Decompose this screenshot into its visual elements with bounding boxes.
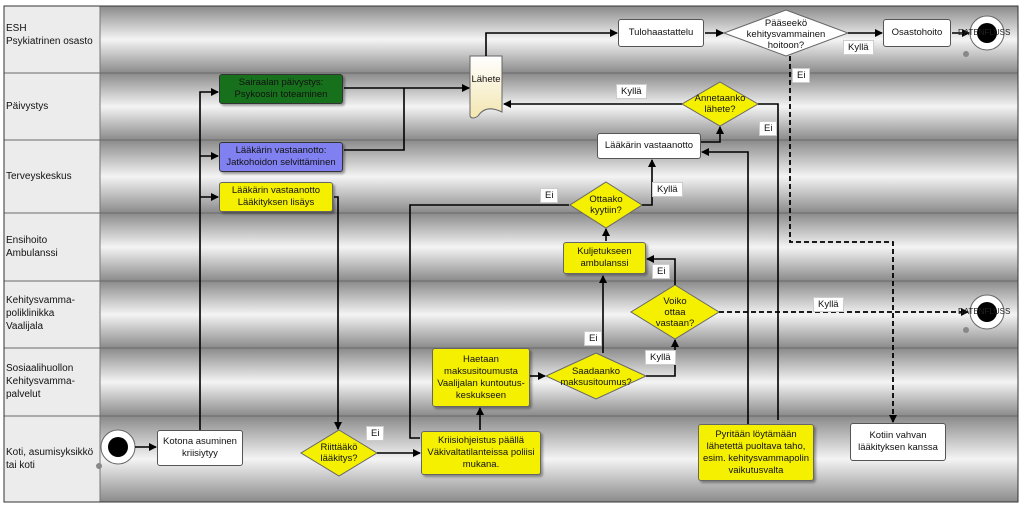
edge-paaseeko-kotiin [789, 56, 897, 423]
node-tulohaastattelu[interactable]: Tulohaastattelu [618, 19, 704, 47]
node-haetaan-maksusitoumusta[interactable]: Haetaan maksusitoumusta Vaalijalan kunto… [432, 348, 530, 407]
lane-label-koti: Koti, asumisyksikkö tai koti [6, 447, 94, 471]
edge-annetaanko-pyritaan [758, 103, 779, 420]
node-kotiin-laakitys[interactable]: Kotiin vahvan lääkityksen kanssa [850, 423, 946, 461]
end-node-label: DATENFLUSS [958, 28, 1011, 37]
lane-headers [3, 5, 101, 503]
decision-paaseeko[interactable]: Pääseekö kehitysvammainen hoitoon? [746, 17, 826, 51]
edge-kotona-sairaalan [199, 88, 219, 430]
link-icon [96, 463, 102, 469]
edge-ottaako-laakari [642, 159, 656, 206]
dashed-connectors [719, 56, 969, 423]
edge-voiko-kuljetus [646, 255, 676, 285]
edge-lahete-tulohaastattelu [485, 29, 618, 56]
decision-ottaako[interactable]: Ottaako kyytiin? [589, 194, 623, 216]
decisions [300, 9, 850, 477]
end-node-middle [969, 294, 1005, 330]
edge-pyritaan-laakari [701, 148, 749, 424]
edge-lisays-riittaako [334, 196, 342, 430]
node-kotona-asuminen[interactable]: Kotona asuminen kriisiytyy [157, 430, 243, 466]
start-node [100, 429, 136, 465]
decision-saadaanko[interactable]: Saadaanko maksusitoumus? [560, 366, 632, 388]
lane-header-column [3, 5, 101, 503]
edge-label-ei: Ei [792, 68, 811, 83]
lahete-document-shape [469, 55, 503, 119]
edge-label-ei: Ei [366, 426, 385, 441]
lane-label-kehitysvammapoli: Kehitysvamma- poliklinikka Vaalijala [6, 295, 75, 332]
edge-label-kylla: Kyllä [843, 40, 874, 55]
node-kriisiohjeistus[interactable]: Kriisiohjeistus päällä Väkivaltatilantei… [421, 431, 541, 475]
lane-bg-ensihoito [100, 213, 1018, 281]
lane-label-paivystys: Päivystys [6, 101, 49, 112]
node-laakarin-vastaanotto-tk[interactable]: Lääkärin vastaanotto [597, 133, 701, 159]
edge-label-ei: Ei [540, 188, 559, 203]
link-icons [96, 51, 969, 469]
lane-label-sosiaalihuolto: Sosiaalihuollon Kehitysvamma- palvelut [6, 363, 75, 400]
decision-paaseeko-shape [722, 9, 850, 57]
decision-riittaako-shape [300, 429, 378, 477]
connectors [135, 29, 970, 457]
node-sairaalan-paivystys[interactable]: Sairaalan päivystys: Psykoosin toteamine… [219, 74, 343, 104]
decision-voiko[interactable]: Voiko ottaa vastaan? [655, 295, 695, 329]
edge-label-kylla: Kyllä [652, 182, 683, 197]
end-node-top [969, 15, 1005, 51]
edge-laakari-annetaanko [701, 126, 724, 143]
edge-label-kylla: Kyllä [645, 350, 676, 365]
edge-jatko-lahete [344, 88, 405, 151]
lane-separators [3, 5, 1019, 503]
edge-label-ei: Ei [759, 121, 778, 136]
node-laakarin-jatkohoito[interactable]: Lääkärin vastaanotto: Jatkohoidon selvit… [219, 142, 343, 172]
decision-saadaanko-shape [544, 352, 648, 400]
node-osastohoito[interactable]: Osastohoito [883, 19, 951, 47]
link-icon [963, 51, 969, 57]
node-pyritaan-loytamaan[interactable]: Pyritään löytämään lähetettä puoltava ta… [698, 424, 814, 481]
lane-bg-kehitysvammapoli [100, 281, 1018, 348]
lane-bg-esh [100, 6, 1018, 73]
end-node-label: DATENFLUSS [958, 307, 1011, 316]
edge-label-ei: Ei [584, 331, 603, 346]
link-icon [963, 327, 969, 333]
edge-label-kylla: Kyllä [813, 297, 844, 312]
edge-label-ei: Ei [652, 264, 671, 279]
lane-label-esh: ESH Psykiatrinen osasto [6, 23, 93, 47]
node-laakarin-laakitys[interactable]: Lääkärin vastaanotto Lääkityksen lisäys [219, 182, 333, 212]
node-lahete[interactable]: Lähete [471, 73, 501, 85]
node-kuljetukseen-ambulanssi[interactable]: Kuljetukseen ambulanssi [563, 242, 646, 274]
edge-label-kylla: Kyllä [616, 84, 647, 99]
decision-riittaako[interactable]: Riittääkö lääkitys? [320, 442, 358, 464]
decision-annetaanko[interactable]: Annetaanko lähete? [694, 93, 746, 115]
edge-kriisi-ottaako-loop [409, 204, 569, 439]
lane-label-ensihoito: Ensihoito Ambulanssi [6, 235, 58, 259]
lane-label-terveyskeskus: Terveyskeskus [6, 171, 72, 182]
